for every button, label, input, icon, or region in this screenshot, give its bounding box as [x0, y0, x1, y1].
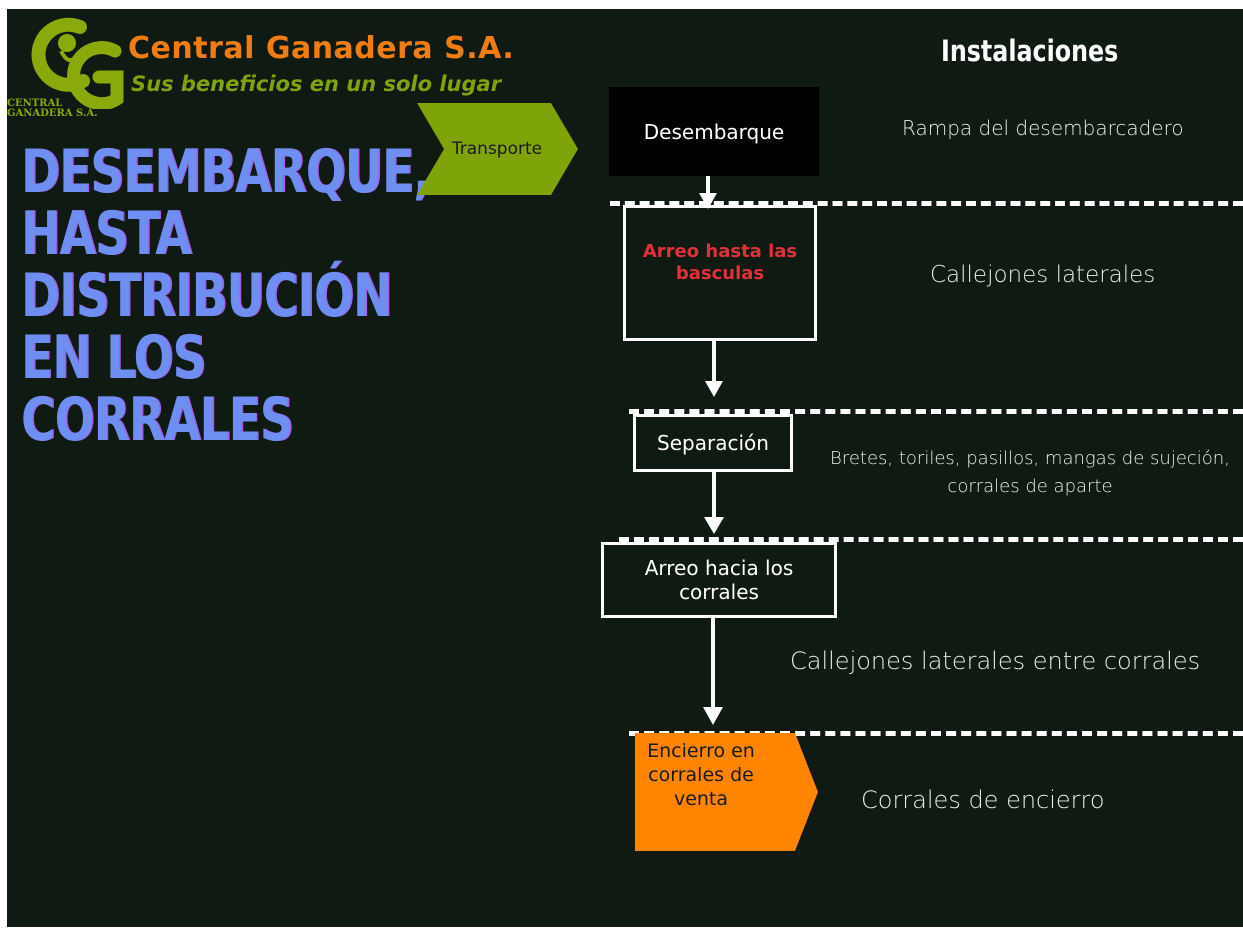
installation-step-5: Corrales de encierro	[861, 786, 1105, 814]
dashed-separator	[629, 731, 1243, 736]
step-separacion: Separación	[633, 414, 793, 472]
arrow-head	[705, 381, 723, 397]
brand-name: Central Ganadera S.A.	[128, 31, 515, 66]
diagram-canvas: CENTRAL GANADERA S.A. Central Ganadera S…	[7, 9, 1243, 927]
step-arreo-basculas: Arreo hasta las basculas	[623, 205, 817, 341]
step-arreo-corrales: Arreo hacia los corrales	[601, 542, 837, 618]
brand-tagline: Sus beneficios en un solo lugar	[131, 72, 502, 96]
installation-step-4: Callejones laterales entre corrales	[790, 647, 1201, 675]
final-step-shape	[635, 733, 818, 851]
transport-chevron-shape	[417, 103, 578, 195]
installation-step-2: Callejones laterales	[930, 262, 1156, 288]
dashed-separator	[610, 201, 1243, 206]
dashed-separator	[629, 409, 1243, 414]
flow-arrows	[699, 176, 724, 725]
step-desembarque: Desembarque	[609, 87, 819, 176]
installation-step-1: Rampa del desembarcadero	[902, 116, 1184, 140]
transport-label: Transporte	[451, 139, 543, 159]
logo-caption: CENTRAL GANADERA S.A.	[7, 98, 98, 119]
installation-step-3: Bretes, toriles, pasillos, mangas de suj…	[830, 448, 1230, 497]
dashed-separator	[619, 537, 1243, 542]
arrow-head	[704, 517, 724, 534]
step-encierro: Encierro en corrales de venta	[647, 740, 755, 810]
central-ganadera-logo	[31, 17, 124, 109]
arrow-head	[703, 707, 723, 725]
installations-title: Instalaciones	[941, 34, 1119, 68]
arrow-head	[699, 193, 717, 209]
